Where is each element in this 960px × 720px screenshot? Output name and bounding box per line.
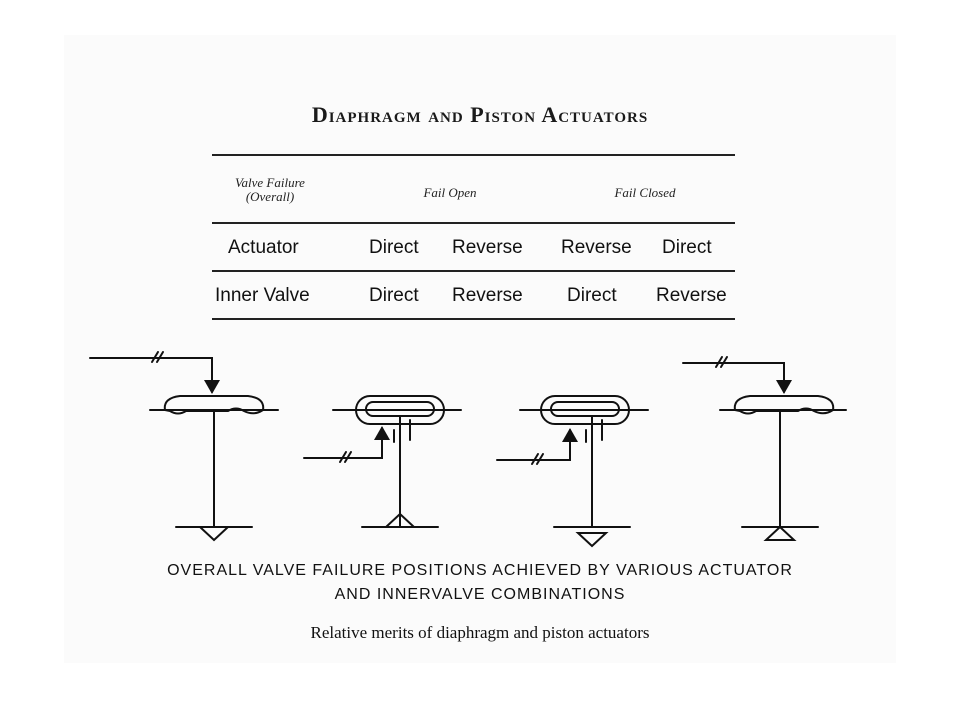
cell-inner-valve-1: Direct: [369, 285, 419, 306]
table-rule-top: [212, 154, 735, 156]
cell-inner-valve-4: Reverse: [656, 285, 727, 306]
diagram-reverse-reverse: [682, 356, 847, 541]
scanned-page: [64, 35, 896, 663]
diagram-piston-reverse-1: [303, 395, 462, 528]
header-valve-failure-line2: (Overall): [245, 189, 295, 204]
table-rule-bottom: [212, 318, 735, 320]
diagram-caption-line2: AND INNERVALVE COMBINATIONS: [334, 586, 626, 603]
table-rule-header: [212, 222, 735, 224]
cell-actuator-3: Reverse: [561, 237, 632, 258]
figure-caption: Relative merits of diaphragm and piston …: [310, 623, 650, 642]
row-label-actuator: Actuator: [228, 237, 299, 258]
header-fail-open: Fail Open: [423, 185, 477, 200]
diagram-direct-direct: [89, 351, 279, 542]
header-valve-failure: Valve Failure (Overall): [212, 176, 328, 204]
row-label-inner-valve: Inner Valve: [215, 285, 310, 306]
cell-actuator-4: Direct: [662, 237, 712, 258]
diagram-caption-line1: OVERALL VALVE FAILURE POSITIONS ACHIEVED…: [167, 562, 793, 579]
cell-actuator-2: Reverse: [452, 237, 523, 258]
table-rule-middle: [212, 270, 735, 272]
cell-actuator-1: Direct: [369, 237, 419, 258]
header-valve-failure-line1: Valve Failure: [235, 175, 305, 190]
cell-inner-valve-3: Direct: [567, 285, 617, 306]
diagram-piston-direct: [496, 395, 649, 548]
header-fail-closed: Fail Closed: [614, 185, 676, 200]
page-title: Diaphragm and Piston Actuators: [311, 102, 649, 127]
cell-inner-valve-2: Reverse: [452, 285, 523, 306]
